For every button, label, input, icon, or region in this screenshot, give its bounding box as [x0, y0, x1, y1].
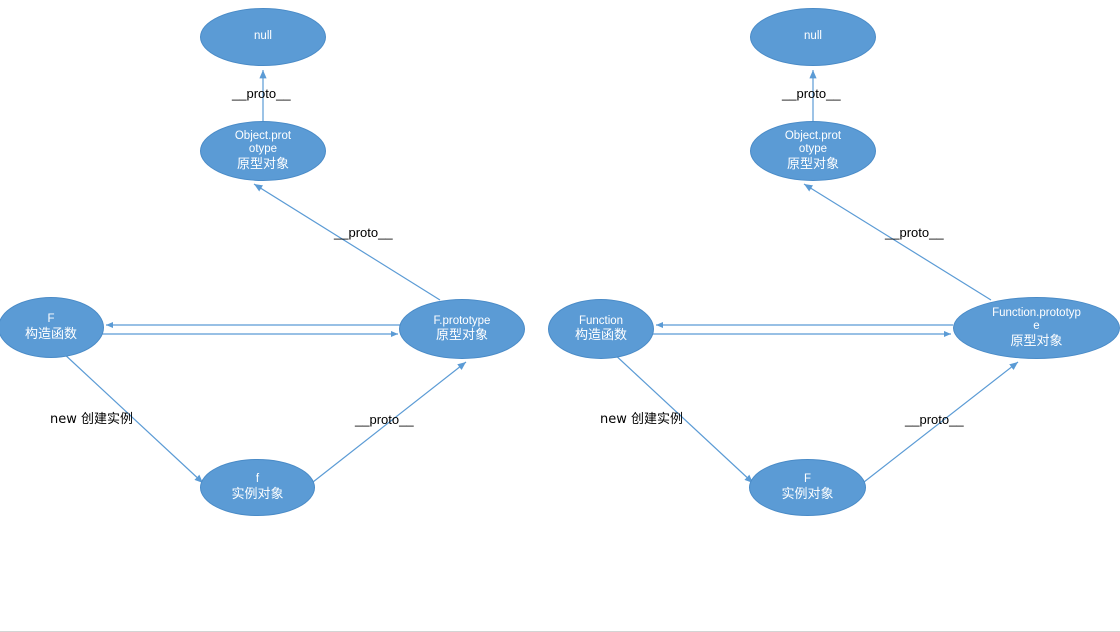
edge-label-right-proto-objproto: __proto__ — [885, 225, 944, 240]
F-prototype-node-label: F.prototype 原型对象 — [433, 314, 491, 344]
object-prototype-node-right-label: Object.prot otype 原型对象 — [784, 129, 842, 172]
edge-label-right-proto-null: __proto__ — [782, 86, 841, 101]
instance-f-node-label: f 实例对象 — [231, 473, 284, 502]
edge-label-right-new-instance: new 创建实例 — [600, 412, 684, 427]
edge-label-left-new-instance: new 创建实例 — [50, 412, 134, 427]
edge-label-left-proto-instance: __proto__ — [355, 412, 414, 427]
edge-label-right-proto-instance: __proto__ — [905, 412, 964, 427]
instance-f-node[interactable]: f 实例对象 — [200, 459, 315, 516]
Function-prototype-node-label: Function.prototyp e 原型对象 — [992, 306, 1081, 349]
constructor-Function-node[interactable]: Function 构造函数 — [548, 299, 654, 359]
object-prototype-node-right[interactable]: Object.prot otype 原型对象 — [750, 121, 876, 181]
null-node-left-label: null — [254, 30, 272, 43]
null-node-left[interactable]: null — [200, 8, 326, 66]
object-prototype-node-left[interactable]: Object.prot otype 原型对象 — [200, 121, 326, 181]
constructor-Function-node-label: Function 构造函数 — [574, 314, 627, 344]
F-prototype-node[interactable]: F.prototype 原型对象 — [399, 299, 525, 359]
edge-left-fproto-to-objproto — [253, 183, 441, 301]
constructor-F-node[interactable]: F 构造函数 — [0, 297, 104, 358]
edge-label-left-proto-objproto: __proto__ — [334, 225, 393, 240]
null-node-right-label: null — [804, 30, 822, 43]
null-node-right[interactable]: null — [750, 8, 876, 66]
object-prototype-node-left-label: Object.prot otype 原型对象 — [234, 129, 292, 172]
constructor-F-node-label: F 构造函数 — [24, 313, 77, 342]
instance-F-node-label: F 实例对象 — [781, 473, 834, 502]
edge-right-funcproto-to-objproto — [803, 183, 992, 301]
instance-F-node[interactable]: F 实例对象 — [749, 459, 866, 516]
edge-label-left-proto-null: __proto__ — [232, 86, 291, 101]
Function-prototype-node[interactable]: Function.prototyp e 原型对象 — [953, 297, 1120, 359]
